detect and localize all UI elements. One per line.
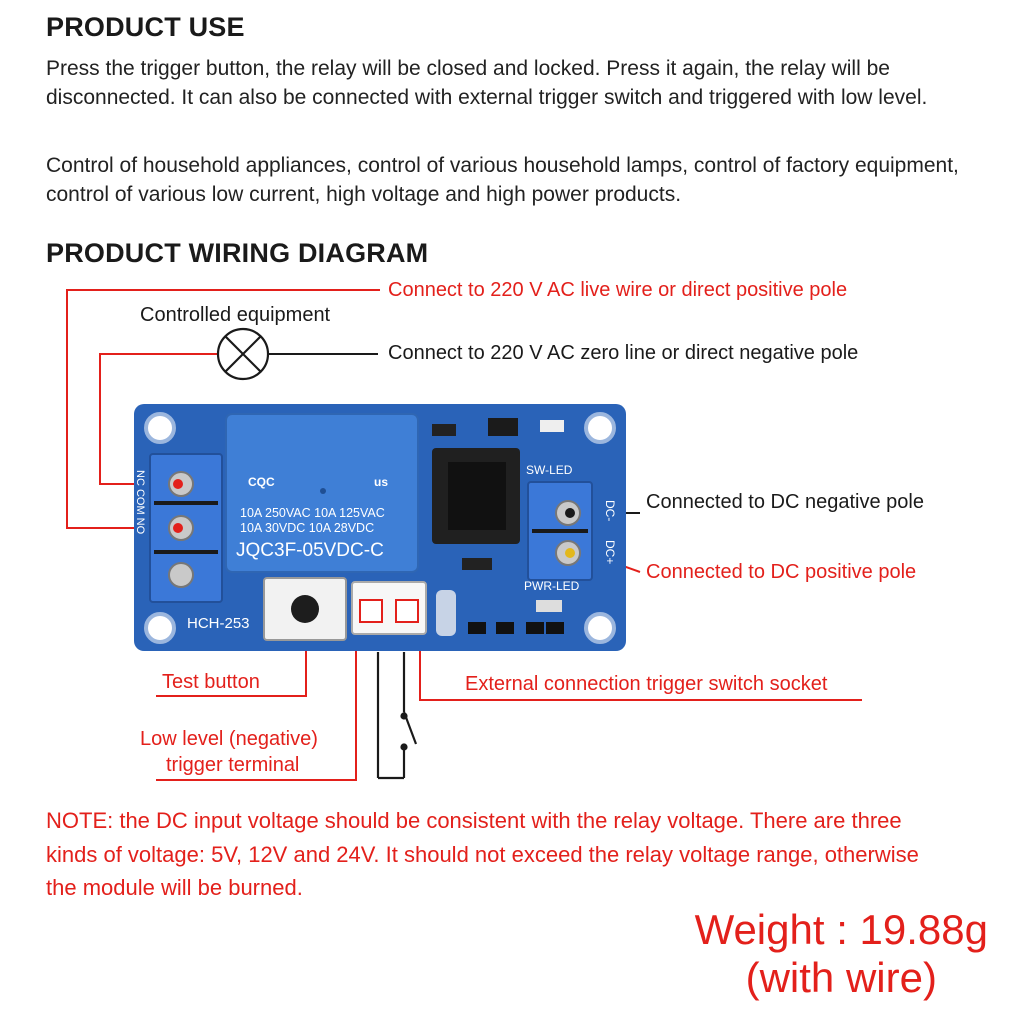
relay-rating-2: 10A 30VDC 10A 28VDC: [240, 521, 374, 535]
product-use-heading: PRODUCT USE: [46, 12, 245, 42]
wiring-diagram-heading: PRODUCT WIRING DIAGRAM: [46, 238, 429, 268]
weight-block: Weight : 19.88g (with wire): [695, 906, 988, 1002]
dc-plus-label: DC+: [603, 540, 617, 564]
test-button-label: Test button: [162, 671, 260, 693]
live-wire-label: Connect to 220 V AC live wire or direct …: [388, 279, 848, 301]
weight-qualifier: (with wire): [745, 954, 937, 1001]
dc-negative-label: Connected to DC negative pole: [646, 491, 924, 513]
terminal-labels: NC COM NO: [134, 470, 146, 535]
board-model-label: HCH-253: [187, 615, 250, 632]
relay-part-number: JQC3F-05VDC-C: [236, 540, 384, 561]
low-level-label-line-2: trigger terminal: [166, 754, 300, 776]
dc-positive-label: Connected to DC positive pole: [646, 561, 917, 583]
relay-cert: us: [374, 475, 388, 489]
dc-minus-label: DC-: [603, 500, 617, 521]
voltage-note: NOTE: the DC input voltage should be con…: [46, 808, 919, 900]
relay-brand: CQC: [248, 475, 275, 489]
external-switch-symbol: [376, 652, 418, 780]
low-level-label-line-1: Low level (negative): [140, 728, 318, 750]
controlled-equipment-label: Controlled equipment: [140, 304, 331, 326]
product-use-paragraph-2: Control of household appliances, control…: [46, 154, 959, 206]
relay-rating-1: 10A 250VAC 10A 125VAC: [240, 506, 385, 520]
relay-module-board: [134, 404, 626, 651]
weight-value: Weight : 19.88g: [694, 906, 988, 953]
zero-line-label: Connect to 220 V AC zero line or direct …: [388, 342, 859, 364]
trigger-socket-label: External connection trigger switch socke…: [465, 673, 828, 695]
sw-led-label: SW-LED: [526, 463, 573, 477]
product-use-paragraph-1: Press the trigger button, the relay will…: [46, 57, 928, 109]
lamp-icon: [216, 327, 270, 381]
pwr-led-label: PWR-LED: [524, 579, 580, 593]
